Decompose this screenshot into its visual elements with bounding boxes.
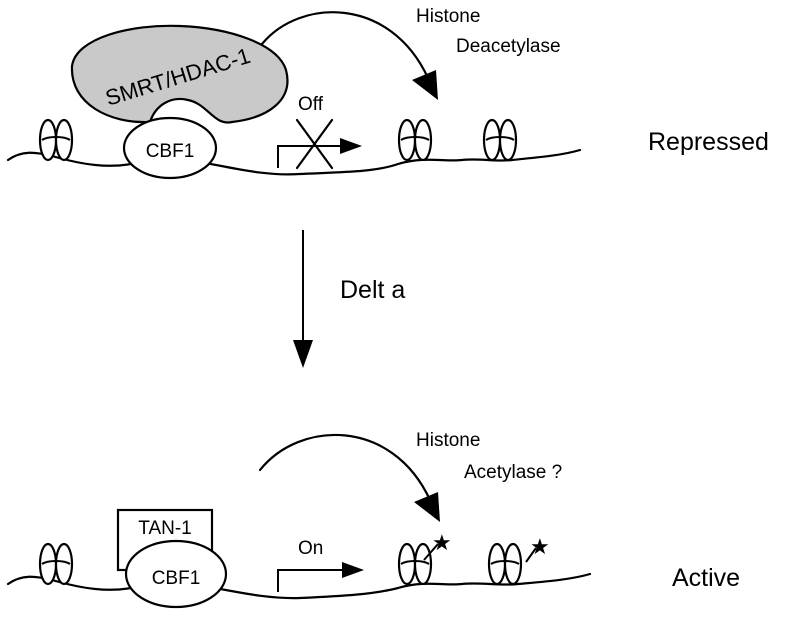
- cbf1-repressed: [122, 116, 218, 180]
- acetylase-arrowhead: [414, 492, 440, 522]
- cbf1-active-label: CBF1: [152, 568, 201, 589]
- deacetylase-arrowhead: [412, 70, 438, 100]
- acetylase-label-line1: Histone: [416, 430, 480, 451]
- acetyl-star-1: ★: [432, 530, 452, 555]
- promoter-off-arrow: [277, 145, 342, 168]
- promoter-on-arrow: [277, 569, 344, 592]
- repressed-panel: Histone Deacetylase SMRT/HDAC-1 CBF1 Off…: [6, 6, 769, 180]
- nucleosome-repressed-1: [38, 118, 74, 162]
- nucleosome-active-1: [38, 542, 74, 586]
- promoter-on-arrowhead: [342, 562, 364, 578]
- acetylase-curved-arrow: [258, 433, 432, 502]
- acetyl-tail-2: [525, 547, 537, 563]
- on-label: On: [298, 538, 323, 559]
- off-cross-b: [295, 118, 334, 170]
- acetyl-star-2: ★: [530, 534, 550, 559]
- tan1-label: TAN-1: [138, 518, 191, 539]
- cbf1-active: [124, 539, 228, 609]
- nucleosome-active-2: [397, 542, 433, 586]
- active-state-label: Active: [672, 564, 740, 592]
- dna-strand-active: [6, 572, 592, 600]
- delta-arrowhead: [293, 340, 313, 368]
- off-label: Off: [298, 94, 324, 115]
- acetylase-label-line2: Acetylase ?: [464, 462, 562, 483]
- deacetylase-label-line1: Histone: [416, 6, 480, 27]
- deacetylase-label-line2: Deacetylase: [456, 36, 561, 57]
- promoter-off-arrowhead: [340, 138, 362, 154]
- acetyl-tail-1: [423, 543, 439, 561]
- nucleosome-repressed-3: [482, 118, 518, 162]
- transition: Delt a: [293, 230, 405, 368]
- nucleosome-active-3: [487, 542, 523, 586]
- dna-strand-repressed: [6, 148, 582, 176]
- repressed-state-label: Repressed: [648, 128, 769, 156]
- active-panel: Histone Acetylase ? ★ ★ TAN-1 CBF1 On Ac…: [6, 430, 740, 609]
- smrt-hdac1-complex: [70, 24, 289, 124]
- nucleosome-repressed-2: [397, 118, 433, 162]
- delta-label: Delt a: [340, 276, 405, 304]
- cbf1-repressed-label: CBF1: [146, 141, 195, 162]
- deacetylase-curved-arrow: [260, 11, 430, 80]
